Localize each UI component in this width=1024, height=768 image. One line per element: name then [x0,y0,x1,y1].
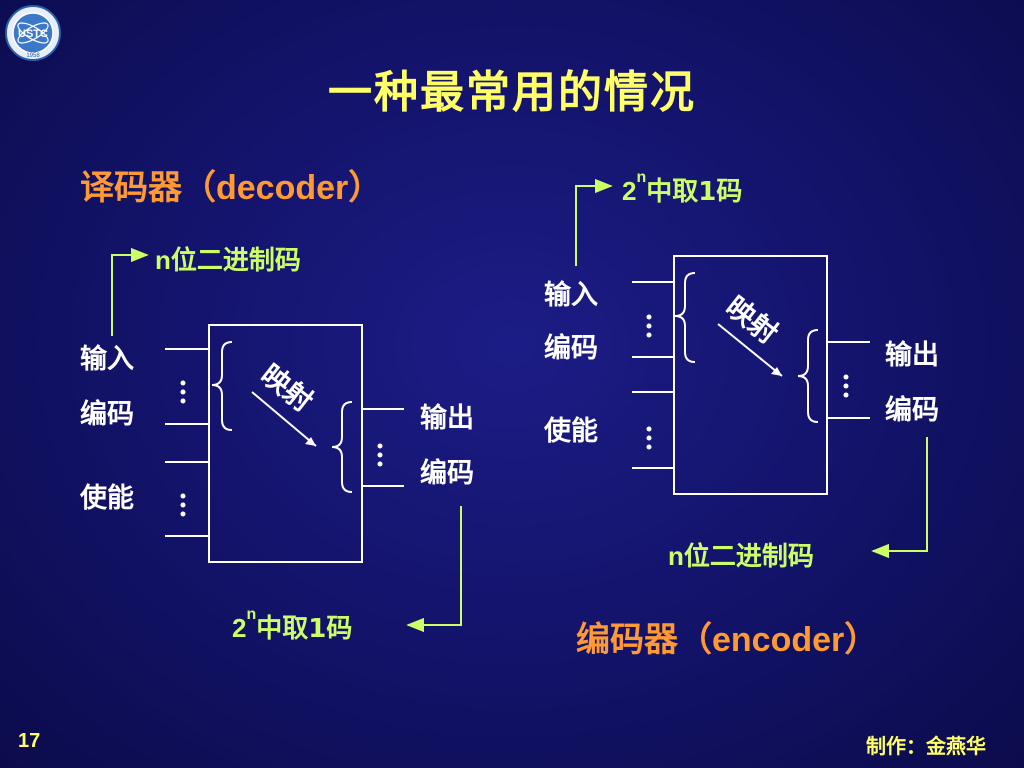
university-logo: USTC 1958 [5,5,61,61]
decoder-output-text: 中取1码 [256,614,353,644]
encoder-input-code-1: 输入 [544,280,598,311]
encoder-output-lines [827,341,870,419]
decoder-output-code-1: 输出 [420,403,474,434]
decoder-output-lines [362,408,404,487]
decoder-input-brace [211,341,233,431]
encoder-input-code-2: 编码 [544,333,598,364]
decoder-enable-label: 使能 [80,483,134,514]
logo-year: 1958 [26,53,40,59]
decoder-input-bits-label: n位二进制码 [155,240,301,277]
decoder-input-bits-text: 位二进制码 [170,246,301,276]
encoder-input-arrow [575,178,613,266]
encoder-input-lines [632,281,674,469]
decoder-dots [180,380,383,517]
encoder-output-brace [797,329,819,423]
slide-title: 一种最常用的情况 [328,67,696,118]
encoder-dots [646,314,849,450]
encoder-output-code-1: 输出 [885,340,939,371]
encoder-output-arrow [871,437,928,559]
decoder-mapping-arrow [251,391,317,447]
encoder-output-bits-text: 位二进制码 [683,542,814,572]
decoder-input-lines [165,348,209,537]
decoder-heading-cn: 译码器（ [80,168,216,208]
page-number: 17 [18,730,41,752]
decoder-output-exp: n [246,606,257,623]
decoder-heading-en: decoder [216,169,349,207]
author-credit: 制作：金燕华 [866,734,986,758]
decoder-input-code-1: 输入 [80,344,134,375]
logo-text: USTC [18,28,48,40]
decoder-input-bits-n: n [155,245,171,275]
decoder-input-code-2: 编码 [80,399,134,430]
encoder-heading-cn: 编码器（ [576,620,712,660]
encoder-input-label: 2n中取1码 [622,169,743,208]
encoder-input-text: 中取1码 [646,177,743,207]
decoder-output-base: 2 [232,613,247,643]
decoder-output-brace [331,401,353,493]
encoder-input-base: 2 [622,176,637,206]
decoder-box [208,324,363,563]
decoder-input-arrow [111,247,149,336]
encoder-input-exp: n [636,169,647,186]
decoder-output-arrow [406,506,462,633]
decoder-heading-close: ） [348,168,383,208]
encoder-box [673,255,828,495]
decoder-heading: 译码器（decoder） [80,160,382,209]
decoder-output-code-2: 编码 [420,458,474,489]
encoder-output-bits-n: n [668,541,684,571]
encoder-enable-label: 使能 [544,416,598,447]
decoder-output-label: 2n中取1码 [232,606,353,645]
encoder-heading-en: encoder [712,621,845,659]
encoder-output-bits-label: n位二进制码 [668,536,814,573]
encoder-mapping-arrow [717,323,783,377]
encoder-input-brace [674,272,696,363]
encoder-output-code-2: 编码 [885,395,939,426]
encoder-heading-close: ） [844,620,879,660]
encoder-heading: 编码器（encoder） [576,612,878,661]
